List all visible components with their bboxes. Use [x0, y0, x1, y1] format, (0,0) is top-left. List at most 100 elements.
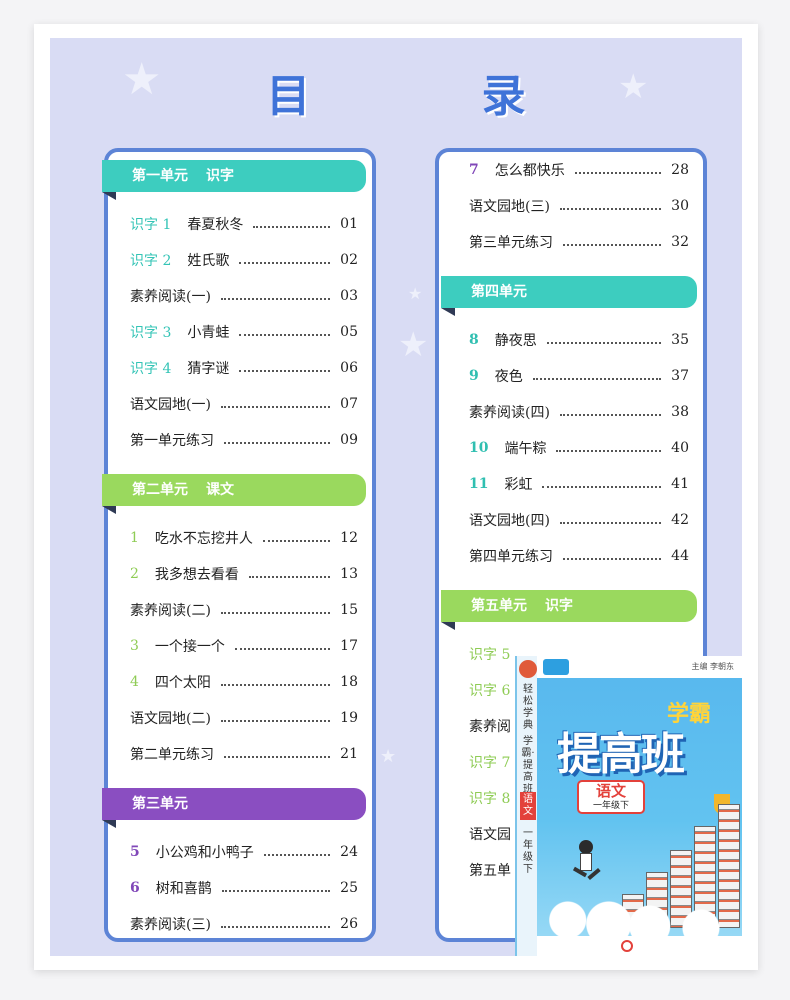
entry-page: 03 — [340, 288, 358, 304]
entry-title: 素养阅读(二) — [130, 603, 211, 619]
dot-leader — [542, 486, 662, 488]
entry-title: 怎么都快乐 — [494, 163, 565, 179]
spine-subject: 语文 — [520, 792, 536, 820]
spine-grade: 一年级下 — [523, 828, 533, 875]
unit-subtitle: 课文 — [206, 482, 234, 498]
dot-leader — [253, 226, 331, 228]
entry-title: 夜色 — [494, 369, 523, 385]
entry-page: 15 — [340, 602, 358, 618]
entry-number: 4 — [130, 674, 139, 690]
unit-label: 第三单元 — [132, 796, 188, 812]
dot-leader — [556, 450, 662, 452]
entry-page: 44 — [671, 548, 689, 564]
entry-number: 1 — [130, 530, 139, 546]
entry-page: 18 — [340, 674, 358, 690]
dot-leader — [220, 684, 331, 686]
dot-leader — [559, 522, 662, 524]
unit-header: 第四单元 — [441, 276, 697, 316]
entry-title: 春夏秋冬 — [187, 217, 244, 233]
toc-entry[interactable]: 素养阅读(一) 03 — [130, 284, 358, 308]
entry-title: 第四单元练习 — [469, 549, 553, 565]
toc-entry[interactable]: 语文园地(二)19 — [130, 706, 358, 730]
toc-entry[interactable]: 第二单元练习 21 — [130, 742, 358, 766]
unit-subtitle: 识字 — [206, 168, 234, 184]
dot-leader — [563, 244, 662, 246]
dot-leader — [239, 262, 331, 264]
book-front-cover: 主编 李朝东 学霸 提高班 语文 一年级下 — [537, 656, 742, 956]
entry-page: 38 — [671, 404, 689, 420]
entry-number: 识字 4 — [130, 361, 172, 377]
cover-header — [537, 656, 742, 678]
entry-page: 24 — [340, 844, 358, 860]
entry-title: 素养阅 — [469, 719, 511, 735]
unit-header: 第三单元 — [102, 788, 366, 828]
entry-title: 第五单 — [469, 863, 511, 879]
star-icon: ★ — [380, 746, 397, 767]
entry-number: 11 — [469, 476, 489, 492]
toc-entry[interactable]: 语文园地(四)42 — [469, 508, 689, 532]
unit-label: 第二单元 — [132, 482, 188, 498]
cover-grade: 一年级下 — [592, 801, 629, 811]
entry-page: 06 — [340, 360, 358, 376]
dot-leader — [263, 854, 331, 856]
book-cover-image: 轻松学典 学霸·提高班 语文 一年级下 主编 李朝东 学霸 提高班 语文 一年级… — [515, 656, 742, 956]
unit-label: 第五单元 — [471, 598, 527, 614]
entry-page: 32 — [671, 234, 689, 250]
entry-title: 语文园地(二) — [130, 711, 211, 727]
entry-title: 姓氏歌 — [187, 253, 230, 269]
toc-entry[interactable]: 2 我多想去看看 13 — [130, 562, 358, 586]
toc-entry[interactable]: 4 四个太阳 18 — [130, 670, 358, 694]
runner-illustration-icon — [571, 840, 605, 892]
toc-entry[interactable]: 素养阅读(二) 15 — [130, 598, 358, 622]
dot-leader — [221, 890, 331, 892]
dot-leader — [563, 558, 662, 560]
star-icon: ★ — [122, 54, 162, 105]
toc-entry[interactable]: 语文园地(三)30 — [469, 194, 689, 218]
entry-title: 猜字谜 — [187, 361, 230, 377]
entry-title: 素养阅读(一) — [130, 289, 211, 305]
entry-page: 13 — [340, 566, 358, 582]
toc-entry[interactable]: 素养阅读(三)26 — [130, 912, 358, 936]
entry-title: 一个接一个 — [154, 639, 225, 655]
toc-entry[interactable]: 识字 4 猜字谜 06 — [130, 356, 358, 380]
dot-leader — [220, 298, 331, 300]
dot-leader — [220, 720, 331, 722]
entry-page: 25 — [340, 880, 358, 896]
cover-editor: 主编 李朝东 — [691, 662, 734, 671]
entry-number: 识字 5 — [469, 647, 511, 663]
toc-entry[interactable]: 语文园地(一)07 — [130, 392, 358, 416]
entry-title: 第一单元练习 — [130, 433, 214, 449]
dot-leader — [224, 442, 331, 444]
publisher-logo-icon — [519, 660, 537, 678]
entry-title: 我多想去看看 — [154, 567, 239, 583]
toc-entry[interactable]: 第四单元练习 44 — [469, 544, 689, 568]
entry-title: 第二单元练习 — [130, 747, 214, 763]
dot-leader — [532, 378, 662, 380]
entry-number: 识字 1 — [130, 217, 172, 233]
toc-entry[interactable]: 素养阅读(四)38 — [469, 400, 689, 424]
entry-page: 21 — [340, 746, 358, 762]
dot-leader — [559, 414, 662, 416]
entry-title: 端午粽 — [504, 441, 547, 457]
entry-page: 28 — [671, 162, 689, 178]
entry-title: 树和喜鹊 — [155, 881, 212, 897]
entry-title: 四个太阳 — [154, 675, 211, 691]
entry-page: 02 — [340, 252, 358, 268]
dot-leader — [559, 208, 662, 210]
dot-leader — [248, 576, 331, 578]
entry-number: 2 — [130, 566, 139, 582]
